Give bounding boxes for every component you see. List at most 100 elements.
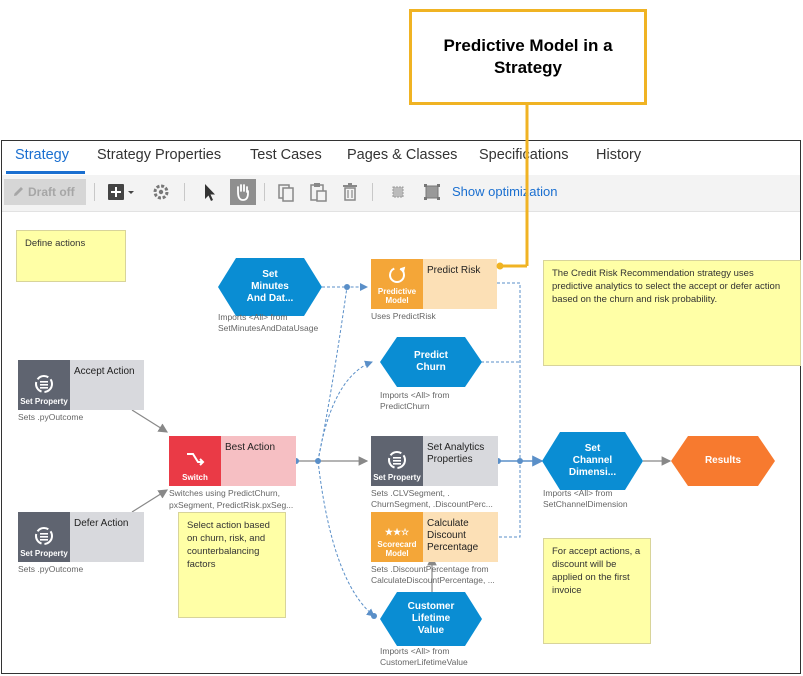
collapse-icon: [392, 186, 404, 198]
node-set-channel[interactable]: Set Channel Dimensi...: [542, 432, 643, 490]
note-define-actions[interactable]: Define actions: [16, 230, 126, 282]
pencil-icon: [14, 187, 23, 196]
node-title: Best Action: [221, 436, 296, 486]
set-property-badge: Set Property: [18, 512, 70, 562]
node-predict-churn[interactable]: Predict Churn: [380, 337, 482, 387]
delete-button[interactable]: [338, 179, 362, 205]
node-customer-lifetime-shape[interactable]: [380, 592, 482, 646]
tab-strategy[interactable]: Strategy: [15, 147, 69, 163]
connector-best-clv: [317, 460, 375, 617]
node-title: Accept Action: [70, 360, 144, 410]
gear-icon: [153, 184, 169, 200]
add-shape-button[interactable]: [104, 179, 138, 205]
select-tool-button[interactable]: [196, 179, 222, 205]
set-property-badge: Set Property: [371, 436, 423, 486]
tab-test-cases[interactable]: Test Cases: [250, 147, 322, 163]
node-results-shape[interactable]: [671, 436, 775, 486]
node-subtitle: Imports <All> from: [380, 646, 450, 656]
node-subtitle: Sets .DiscountPercentage from: [371, 564, 489, 574]
node-set-minutes[interactable]: Set Minutes And Dat...: [218, 258, 322, 316]
node-set-minutes-shape[interactable]: [218, 258, 322, 316]
settings-button[interactable]: [148, 179, 174, 205]
toolbar-separator: [264, 183, 265, 201]
pan-tool-button[interactable]: [230, 179, 256, 205]
note-credit-risk[interactable]: The Credit Risk Recommendation strategy …: [543, 260, 801, 366]
port-dot[interactable]: [315, 458, 321, 464]
node-label-line: And Dat...: [246, 293, 294, 304]
toolbar-separator: [94, 183, 95, 201]
port-dot[interactable]: [344, 284, 350, 290]
note-select-action[interactable]: Select action based on churn, risk, and …: [178, 512, 286, 618]
set-property-badge: Set Property: [18, 360, 70, 410]
expand-button[interactable]: [420, 179, 444, 205]
predictive-model-badge: Predictive Model: [371, 259, 423, 309]
node-type-label: Predictive: [377, 287, 417, 296]
connector-accept-best: [131, 409, 169, 433]
node-type-label: Set Property: [373, 473, 421, 482]
toolbar-separator: [372, 183, 373, 201]
connector-defer-best: [131, 489, 169, 513]
node-subtitle: PredictChurn: [380, 401, 430, 411]
note-accept-discount[interactable]: For accept actions, a discount will be a…: [543, 538, 651, 644]
switch-icon: [187, 453, 205, 466]
node-subtitle: CustomerLifetimeValue: [380, 657, 468, 667]
node-subtitle: SetMinutesAndDataUsage: [218, 323, 319, 333]
trash-icon: [343, 183, 357, 201]
tab-history[interactable]: History: [596, 147, 642, 163]
strategy-canvas[interactable]: Define actions The Credit Risk Recommend…: [2, 212, 801, 673]
node-subtitle: Uses PredictRisk: [371, 311, 436, 321]
connector-risk-discount: [497, 282, 521, 538]
node-subtitle: Sets .CLVSegment, .: [371, 488, 450, 498]
paste-button[interactable]: [306, 179, 330, 205]
node-subtitle: Imports <All> from: [543, 488, 613, 498]
expand-icon: [424, 184, 440, 200]
toolbar-separator: [184, 183, 185, 201]
node-subtitle: Sets .pyOutcome: [18, 564, 84, 574]
callout-line-2: Strategy: [493, 58, 562, 77]
hand-icon: [237, 184, 249, 201]
node-title: Set Analytics Properties: [423, 436, 498, 486]
node-type-label: Set Property: [20, 549, 68, 558]
node-accept-action[interactable]: Set Property Accept Action: [18, 360, 144, 410]
tab-pages-classes[interactable]: Pages & Classes: [347, 147, 458, 163]
node-subtitle: pxSegment, PredictRisk.pxSeg...: [169, 500, 294, 510]
draft-off-button[interactable]: Draft off: [4, 179, 86, 205]
draft-off-label: Draft off: [28, 185, 75, 199]
node-best-action[interactable]: Switch Best Action: [169, 436, 296, 486]
show-optimization-link[interactable]: Show optimization: [452, 184, 558, 199]
callout-box: Predictive Model in a Strategy: [409, 9, 647, 105]
node-type-label: Switch: [182, 473, 208, 482]
scorecard-model-badge: ★★☆ Scorecard Model: [371, 512, 423, 562]
node-calc-discount[interactable]: ★★☆ Scorecard Model Calculate Discount P…: [371, 512, 498, 562]
tab-specifications[interactable]: Specifications: [479, 147, 569, 163]
callout-line-1: Predictive Model in a: [443, 36, 613, 55]
copy-button[interactable]: [274, 179, 298, 205]
node-label-line: Set: [584, 443, 601, 454]
node-set-channel-shape[interactable]: [542, 432, 643, 490]
node-set-analytics[interactable]: Set Property Set Analytics Properties: [371, 436, 498, 486]
set-property-icon: [35, 527, 53, 545]
toolbar: Draft off: [2, 175, 800, 212]
node-label-line: Value: [417, 625, 445, 636]
node-title: Defer Action: [70, 512, 144, 562]
node-label-line: Churn: [416, 362, 446, 373]
tab-strategy-properties[interactable]: Strategy Properties: [97, 147, 222, 163]
active-tab-indicator: [6, 171, 85, 174]
node-subtitle: ChurnSegment, .DiscountPerc...: [371, 499, 493, 509]
node-results[interactable]: Results: [704, 455, 742, 466]
node-type-label: Model: [385, 549, 409, 558]
node-title: Predict Risk: [423, 259, 497, 309]
connector-best-risk: [317, 283, 368, 462]
port-dot[interactable]: [371, 613, 377, 619]
node-predict-risk[interactable]: Predictive Model Predict Risk: [371, 259, 497, 309]
port-dot[interactable]: [517, 458, 523, 464]
node-defer-action[interactable]: Set Property Defer Action: [18, 512, 144, 562]
collapse-button[interactable]: [386, 179, 410, 205]
node-customer-lifetime[interactable]: Customer Lifetime Value: [380, 592, 482, 646]
node-predict-churn-shape[interactable]: [380, 337, 482, 387]
strategy-designer: Strategy Strategy Properties Test Cases …: [1, 140, 801, 674]
tab-bar: Strategy Strategy Properties Test Cases …: [2, 141, 800, 174]
node-subtitle: CalculateDiscountPercentage, ...: [371, 575, 495, 585]
node-label-line: Minutes: [251, 281, 289, 292]
node-subtitle: Switches using PredictChurn,: [169, 488, 281, 498]
